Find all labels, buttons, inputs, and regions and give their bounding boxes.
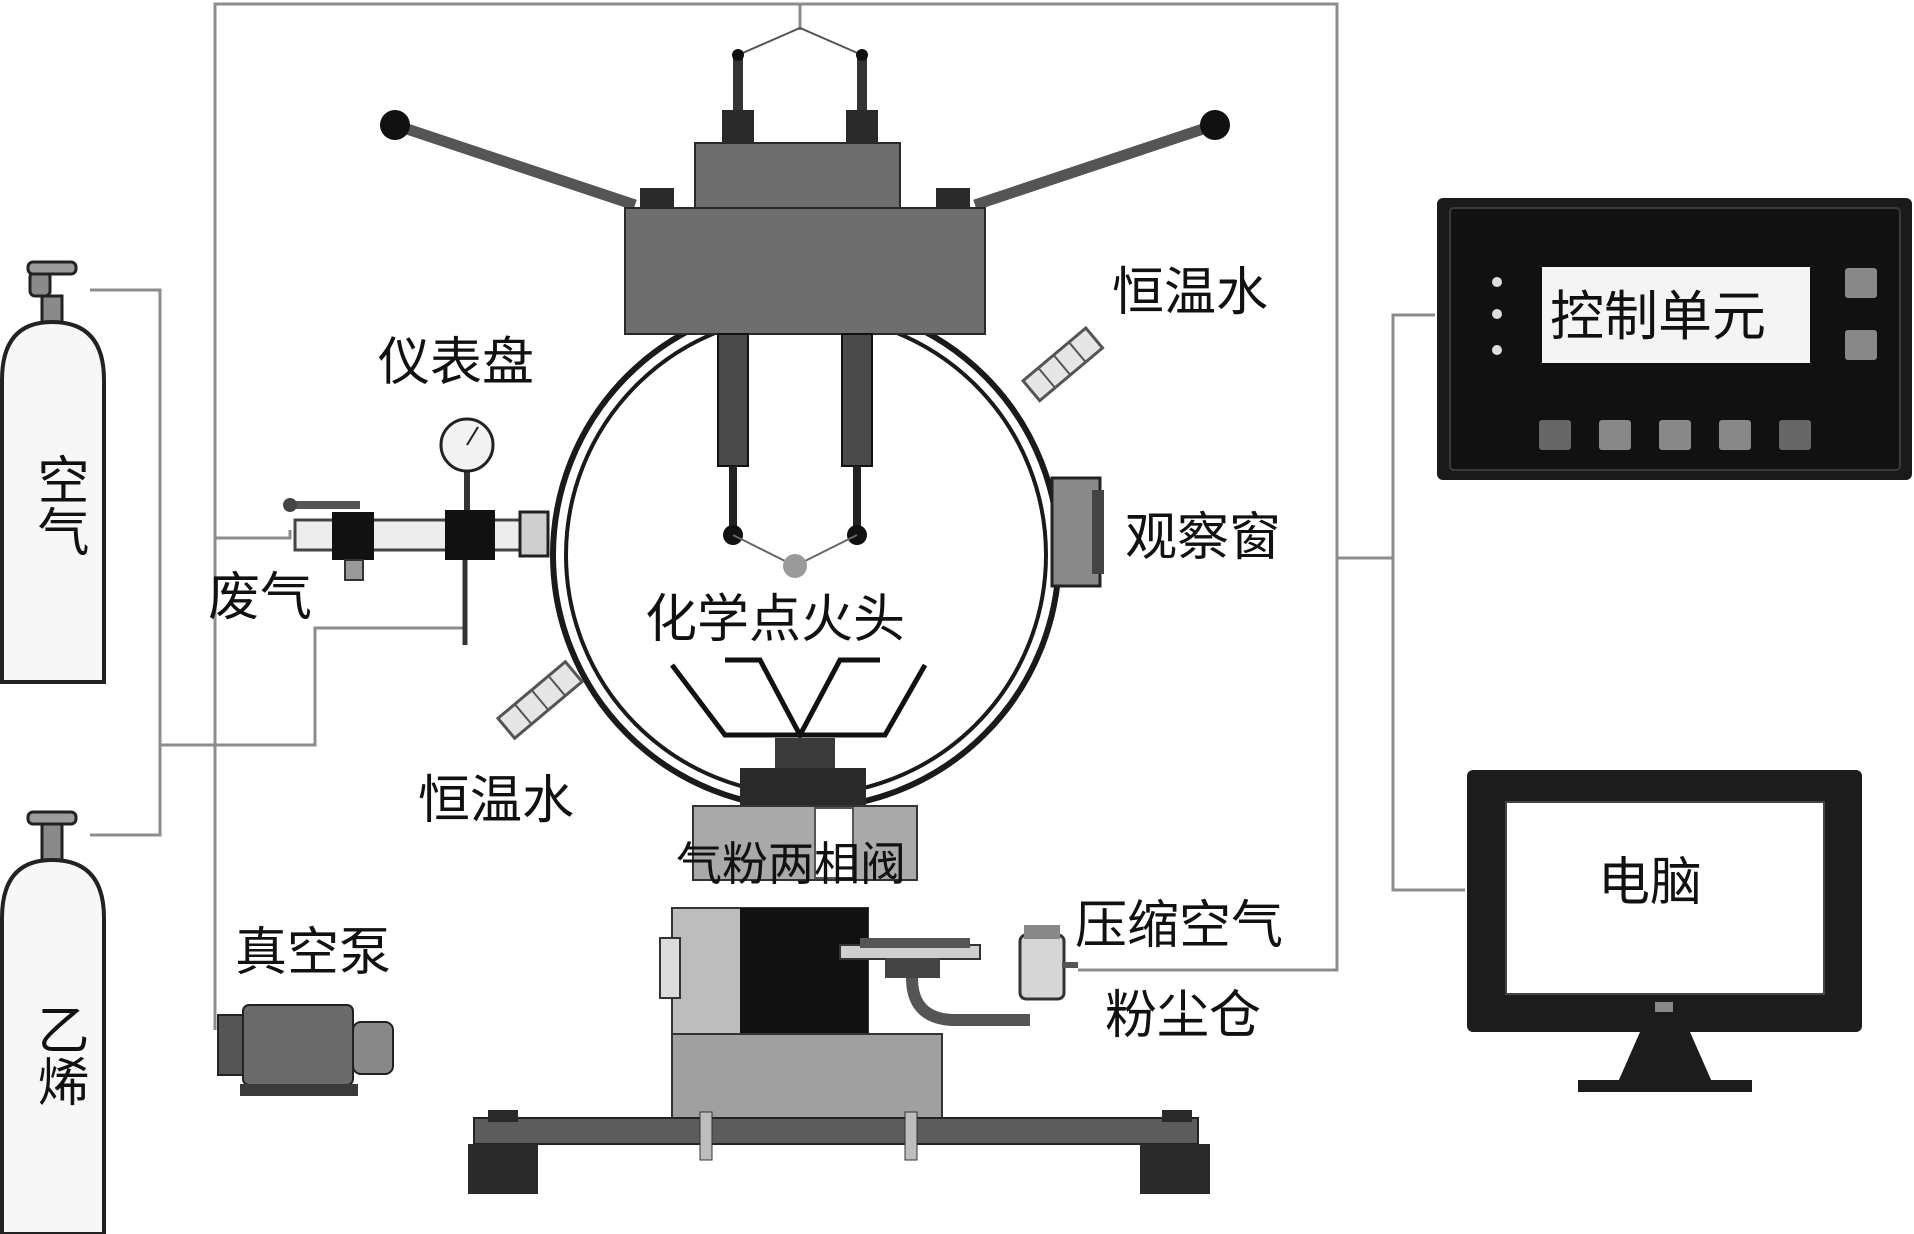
label-compressed-air: 压缩空气 (1075, 896, 1283, 956)
water-fitting-bottom (495, 659, 585, 741)
dust-chamber-piping (839, 925, 1078, 1026)
label-observation-window: 观察窗 (1125, 508, 1281, 568)
water-fitting-top (1020, 325, 1105, 403)
label-vacuum-pump: 真空泵 (235, 923, 391, 983)
pressure-gauge (439, 417, 495, 512)
label-computer: 电脑 (1598, 853, 1702, 913)
label-control-unit: 控制单元 (1550, 285, 1766, 348)
base-stand (468, 1110, 1210, 1194)
observation-window (1050, 476, 1104, 588)
ethylene-cylinder (0, 810, 106, 1234)
label-air: 空气 (28, 453, 88, 557)
exhaust-valve-assembly (283, 498, 550, 645)
vacuum-pump (217, 1004, 394, 1096)
label-exhaust: 废气 (208, 568, 312, 628)
label-dust-chamber: 粉尘仓 (1105, 986, 1261, 1046)
control-unit-device (1437, 198, 1912, 480)
spherical-vessel (550, 207, 1062, 811)
label-chemical-igniter: 化学点火头 (645, 590, 905, 650)
label-thermostatic-water-top: 恒温水 (1112, 263, 1268, 323)
label-ethylene: 乙烯 (28, 1003, 88, 1107)
computer-monitor (1467, 770, 1862, 1092)
connection-lines (90, 2, 1465, 1030)
air-cylinder (0, 260, 106, 684)
labels: 空气 乙烯 仪表盘 废气 恒温水 观察窗 化学点火头 恒温水 气粉两相阀 压缩空… (28, 263, 1766, 1107)
label-two-phase-valve: 气粉两相阀 (676, 837, 906, 891)
label-gauge: 仪表盘 (378, 333, 534, 393)
label-thermostatic-water-bottom: 恒温水 (418, 771, 574, 831)
